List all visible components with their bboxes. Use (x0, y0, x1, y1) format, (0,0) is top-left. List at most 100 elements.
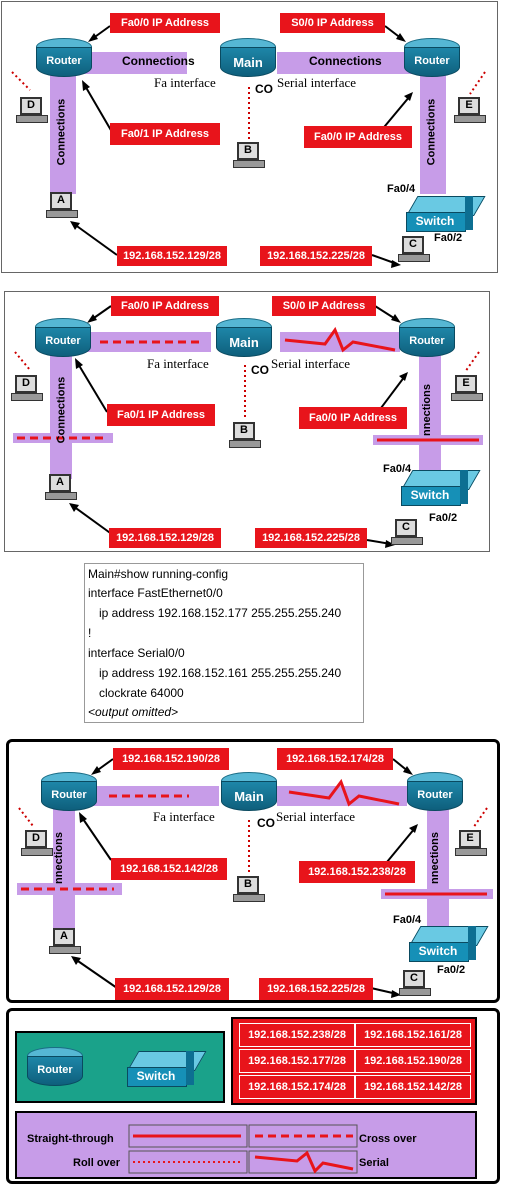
legend-roll-label: Roll over (73, 1157, 121, 1169)
ip-address-grid: 192.168.152.238/28 192.168.152.161/28 19… (231, 1017, 477, 1105)
draggable-router[interactable]: Router (23, 1047, 87, 1091)
switch[interactable]: Switch (406, 192, 486, 232)
router-right[interactable]: Router (403, 772, 467, 816)
serial-interface-label: Serial interface (276, 809, 356, 824)
pc-b[interactable]: B (233, 142, 265, 172)
connections-label-right: Connections (309, 54, 382, 68)
connections-vertical-right: nnections (428, 832, 441, 884)
serial-interface-label: Serial interface (271, 356, 351, 371)
connections-vertical-left: Connections (55, 376, 68, 444)
fa04-label: Fa0/4 (393, 914, 422, 926)
running-config: Main#show running-config interface FastE… (84, 563, 364, 723)
fa04-label: Fa0/4 (383, 463, 412, 475)
ip-c-label: 192.168.152.225/28 (260, 246, 372, 266)
router-main[interactable]: Main (216, 38, 280, 82)
config-line: interface Serial0/0 (88, 646, 185, 660)
s00-ip-label: S0/0 IP Address (280, 13, 385, 33)
pc-e[interactable]: E (455, 830, 487, 860)
pc-b[interactable]: B (229, 422, 261, 452)
pc-e[interactable]: E (451, 375, 483, 405)
co-label: CO (257, 816, 275, 830)
config-line: clockrate 64000 (99, 686, 184, 700)
ip-option[interactable]: 192.168.152.238/28 (239, 1023, 355, 1047)
pc-c[interactable]: C (391, 519, 423, 549)
ip-a-label: 192.168.152.129/28 (117, 246, 227, 266)
fa02-label: Fa0/2 (429, 512, 458, 524)
fa01-ip-label: Fa0/1 IP Address (107, 404, 215, 426)
fa00-ip-label: Fa0/0 IP Address (110, 13, 220, 33)
connections-vertical-right: nnections (420, 384, 433, 436)
connections-vertical-right: Connections (425, 98, 438, 166)
ip-option[interactable]: 192.168.152.142/28 (355, 1075, 471, 1099)
diagram-1: Fa0/0 IP Address S0/0 IP Address Connect… (1, 1, 498, 273)
switch[interactable]: Switch (409, 922, 489, 962)
co-label: CO (255, 82, 273, 96)
router-left[interactable]: Router (31, 318, 95, 362)
connections-vertical-left: Connections (55, 98, 68, 166)
pc-d[interactable]: D (16, 97, 48, 127)
connections-label-left: Connections (122, 54, 195, 68)
serial-cable (254, 1150, 354, 1174)
ip-option[interactable]: 192.168.152.161/28 (355, 1023, 471, 1047)
pc-a[interactable]: A (49, 928, 81, 958)
router-left[interactable]: Router (32, 38, 96, 82)
pc-d[interactable]: D (21, 830, 53, 860)
pc-a[interactable]: A (46, 192, 78, 222)
config-line: Main#show running-config (88, 567, 229, 581)
fa00-right-ip-label: Fa0/0 IP Address (299, 407, 407, 429)
top-left-ip: 192.168.152.190/28 (113, 748, 229, 770)
fa-interface-label: Fa interface (153, 809, 215, 824)
co-label: CO (251, 363, 269, 377)
connections-vertical-left: nnections (52, 832, 65, 884)
router-left[interactable]: Router (37, 772, 101, 816)
serial-interface-label: Serial interface (277, 75, 357, 90)
ip-a-label: 192.168.152.129/28 (109, 528, 221, 548)
diagram-3-links (17, 758, 493, 998)
pc-c[interactable]: C (398, 236, 430, 266)
right-mid-ip: 192.168.152.238/28 (299, 861, 415, 883)
config-line: ! (88, 626, 92, 640)
ip-option[interactable]: 192.168.152.174/28 (239, 1075, 355, 1099)
ip-c-label: 192.168.152.225/28 (255, 528, 367, 548)
ip-a-label: 192.168.152.129/28 (115, 978, 229, 1000)
config-line: ip address 192.168.152.161 255.255.255.2… (99, 666, 342, 680)
cable-legend: Straight-through Cross over Roll over Se… (15, 1111, 477, 1179)
router-main[interactable]: Main (212, 318, 276, 362)
diagram-3: 192.168.152.190/28 192.168.152.174/28 Fa… (6, 739, 500, 1003)
fa00-ip-label: Fa0/0 IP Address (111, 296, 219, 316)
pc-a[interactable]: A (45, 474, 77, 504)
pc-b[interactable]: B (233, 876, 265, 906)
config-line: interface FastEthernet0/0 (88, 586, 223, 600)
ip-option[interactable]: 192.168.152.190/28 (355, 1049, 471, 1073)
config-line: <output omitted> (88, 705, 179, 719)
pc-e[interactable]: E (454, 97, 486, 127)
legend-cross-label: Cross over (359, 1133, 417, 1145)
legend-cables (128, 1124, 358, 1174)
fa-interface-label: Fa interface (147, 356, 209, 371)
ip-c-label: 192.168.152.225/28 (259, 978, 373, 1000)
fa01-ip-label: Fa0/1 IP Address (110, 123, 220, 145)
top-right-ip: 192.168.152.174/28 (277, 748, 393, 770)
answer-tray: Router Switch 192.168.152.238/28 192.168… (6, 1008, 500, 1184)
left-mid-ip: 192.168.152.142/28 (111, 858, 227, 880)
legend-straight-label: Straight-through (27, 1133, 114, 1145)
router-right[interactable]: Router (400, 38, 464, 82)
fa04-label: Fa0/4 (387, 183, 416, 195)
diagram-2: Fa0/0 IP Address S0/0 IP Address Fa inte… (4, 291, 490, 552)
fa02-label: Fa0/2 (437, 964, 466, 976)
fa02-label: Fa0/2 (434, 232, 463, 244)
config-line: ip address 192.168.152.177 255.255.255.2… (99, 606, 342, 620)
device-tray: Router Switch (15, 1031, 225, 1103)
router-main[interactable]: Main (217, 772, 281, 816)
ip-option[interactable]: 192.168.152.177/28 (239, 1049, 355, 1073)
switch[interactable]: Switch (401, 466, 481, 506)
diagram-2-links (13, 305, 483, 548)
fa00-right-ip-label: Fa0/0 IP Address (304, 126, 412, 148)
s00-ip-label: S0/0 IP Address (272, 296, 376, 316)
fa-interface-label: Fa interface (154, 75, 216, 90)
pc-c[interactable]: C (399, 970, 431, 1000)
legend-serial-label: Serial (359, 1157, 389, 1169)
router-right[interactable]: Router (395, 318, 459, 362)
draggable-switch[interactable]: Switch (127, 1047, 207, 1087)
pc-d[interactable]: D (11, 375, 43, 405)
